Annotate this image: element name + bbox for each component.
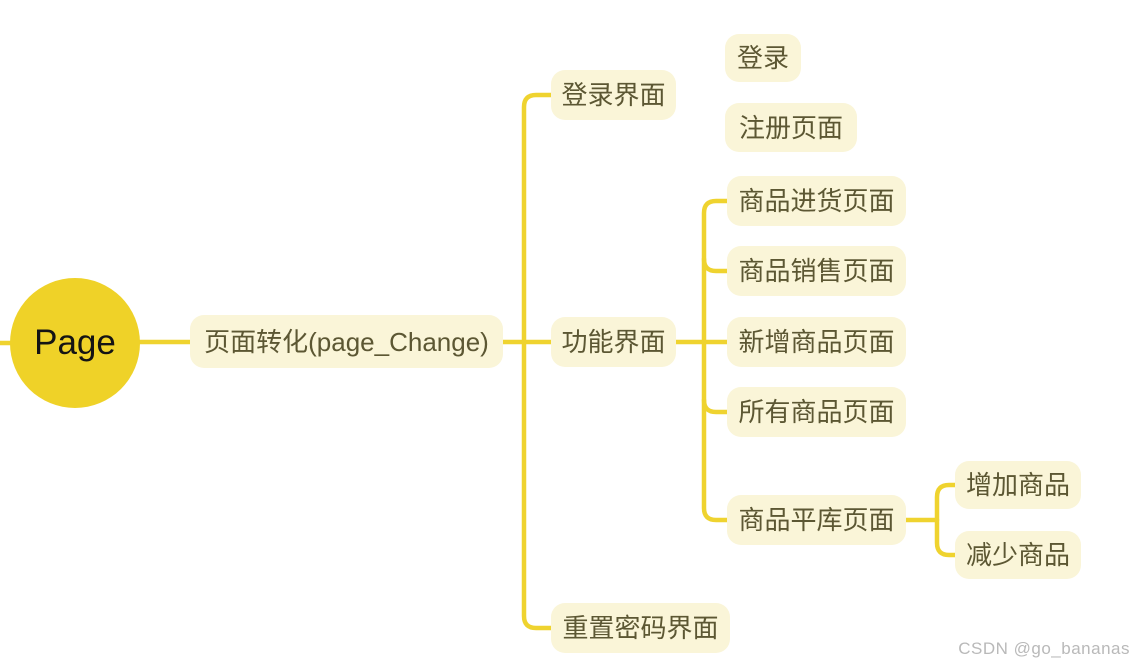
node-inventory-page: 商品平库页面 <box>727 495 906 545</box>
branch-sales <box>701 256 730 274</box>
trunk-level2 <box>521 92 554 631</box>
node-add-product-page: 新增商品页面 <box>727 317 906 367</box>
node-login: 登录 <box>725 34 801 82</box>
node-reset-password-ui: 重置密码界面 <box>551 603 730 653</box>
trunk-inventory-children <box>934 482 958 558</box>
trunk-function-children <box>701 198 730 523</box>
node-product-sales-page: 商品销售页面 <box>727 246 906 296</box>
node-all-products-page: 所有商品页面 <box>727 387 906 437</box>
csdn-watermark: CSDN @go_bananas <box>958 639 1130 658</box>
node-register-page: 注册页面 <box>725 103 857 152</box>
node-page-change: 页面转化(page_Change) <box>190 315 503 368</box>
node-product-purchase-page: 商品进货页面 <box>727 176 906 226</box>
node-increase-product: 增加商品 <box>955 461 1081 509</box>
node-root-page: Page <box>10 278 140 408</box>
node-function-ui: 功能界面 <box>551 317 676 367</box>
node-login-ui: 登录界面 <box>551 70 676 120</box>
branch-allproducts <box>701 397 730 415</box>
node-decrease-product: 减少商品 <box>955 531 1081 579</box>
